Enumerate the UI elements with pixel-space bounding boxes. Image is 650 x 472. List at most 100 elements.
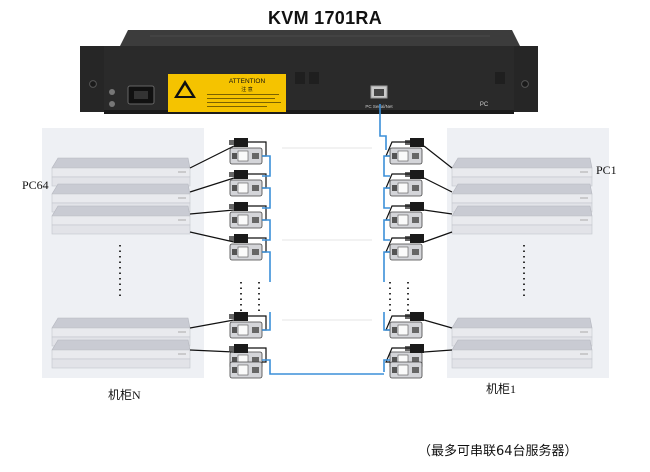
connector-tip: [229, 314, 234, 319]
adapter-port: [238, 365, 248, 375]
attention-text: ATTENTION: [229, 78, 266, 85]
chain-cable-right: [384, 188, 390, 208]
adapter-plug-2: [252, 327, 259, 333]
cable-connector: [229, 138, 248, 147]
kvm-device: ATTENTION 注 意 PC Serial/Net PC: [80, 30, 538, 114]
faint-guides: [282, 148, 372, 320]
connector-body: [234, 234, 248, 243]
vent-slot: [495, 72, 505, 84]
kvm-adapter: [230, 180, 262, 196]
pc64-label: PC64: [22, 178, 49, 193]
server-unit: [52, 206, 190, 234]
server-unit: [452, 158, 592, 186]
adapter-plug-2: [412, 327, 419, 333]
connector-body: [234, 170, 248, 179]
adapter-plug-2: [252, 153, 259, 159]
adapter-plug: [392, 367, 397, 373]
label-line: [207, 102, 281, 103]
footnote: （最多可串联64台服务器）: [418, 440, 578, 459]
connector-body: [410, 202, 424, 211]
kvm-adapter: [230, 322, 262, 338]
connector-body: [410, 344, 424, 353]
adapter-port: [398, 151, 408, 161]
kvm-adapter: [390, 244, 422, 260]
kvm-adapter: [230, 212, 262, 228]
server-front: [452, 328, 592, 337]
adapter-plug: [232, 327, 237, 333]
vent-slot: [295, 72, 305, 84]
attention-sub-text: 注 意: [241, 86, 253, 93]
adapter-plug: [392, 217, 397, 223]
server-front: [52, 350, 190, 359]
label-line: [207, 106, 267, 107]
adapter-plug: [392, 153, 397, 159]
bottom-link-cable: [262, 360, 384, 374]
kvm-adapter: [230, 148, 262, 164]
pc-caption: PC: [480, 102, 489, 108]
server-unit: [452, 206, 592, 234]
label-line: [207, 98, 275, 99]
adapter-plug: [232, 367, 237, 373]
chain-cable-left: [262, 220, 270, 240]
adapter-plug: [392, 249, 397, 255]
server-front: [52, 216, 190, 225]
rack-screw-right: [522, 81, 529, 88]
chain-cable-right: [384, 220, 390, 240]
device-bottom-edge: [104, 110, 514, 114]
server-top: [452, 158, 592, 168]
adapter-port: [398, 325, 408, 335]
connector-body: [410, 312, 424, 321]
cable-connector: [229, 170, 248, 179]
server-front-lower: [52, 359, 190, 368]
server-top: [52, 184, 190, 194]
server-front: [452, 168, 592, 177]
cable-connector: [229, 312, 248, 321]
kvm-adapter: [390, 322, 422, 338]
connector-body: [234, 312, 248, 321]
adapter-port: [238, 325, 248, 335]
connector-body: [410, 138, 424, 147]
kvm-adapter: [390, 180, 422, 196]
adapter-port: [238, 183, 248, 193]
power-socket-pins: [134, 91, 148, 99]
connector-tip: [229, 204, 234, 209]
kvm-adapter: [230, 362, 262, 378]
adapter-plug: [232, 153, 237, 159]
server-front: [452, 194, 592, 203]
cabinet-1-label: 机柜1: [486, 380, 516, 397]
chain-cable-left: [262, 156, 270, 176]
server-top: [52, 318, 190, 328]
server-top: [452, 206, 592, 216]
device-top-face: [120, 30, 520, 46]
chain-cable-left: [262, 188, 270, 208]
adapter-plug: [392, 327, 397, 333]
connector-body: [410, 234, 424, 243]
connector-tip: [229, 236, 234, 241]
server-unit: [52, 158, 190, 186]
server-top: [52, 206, 190, 216]
ground-screw: [109, 89, 115, 95]
rack-ear-left: [80, 46, 106, 112]
server-top: [52, 158, 190, 168]
adapter-plug: [232, 185, 237, 191]
connector-body: [410, 170, 424, 179]
pc1-label: PC1: [596, 163, 617, 178]
adapter-plug-2: [252, 185, 259, 191]
connector-body: [234, 344, 248, 353]
server-front: [52, 168, 190, 177]
adapter-plug-2: [252, 217, 259, 223]
kvm-adapter: [230, 244, 262, 260]
adapter-plug-2: [252, 249, 259, 255]
adapter-port: [398, 247, 408, 257]
vent-slot: [309, 72, 319, 84]
chain-cable-left: [262, 252, 270, 282]
adapter-port: [398, 215, 408, 225]
chain-cable-right: [384, 156, 390, 176]
server-front: [52, 194, 190, 203]
chain-cable-right: [384, 252, 390, 282]
adapter-port: [238, 215, 248, 225]
connector-body: [234, 138, 248, 147]
adapter-plug: [392, 185, 397, 191]
